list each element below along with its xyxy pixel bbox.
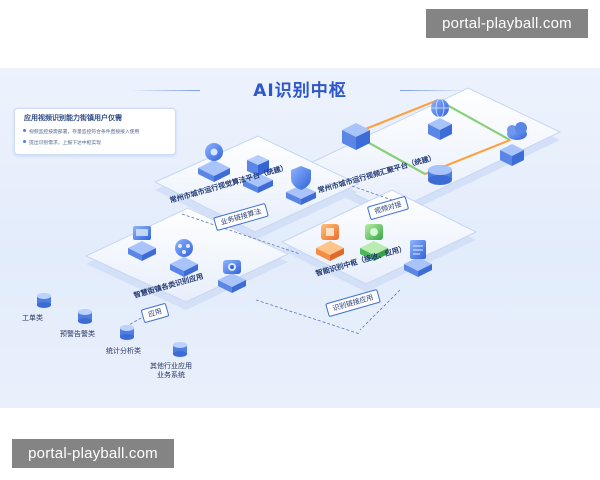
system-label: 其他行业应用 业务系统 bbox=[150, 362, 192, 380]
algorithm-platform bbox=[153, 135, 360, 240]
system-label: 统计分析类 bbox=[106, 347, 141, 355]
bullet-icon bbox=[23, 129, 26, 132]
database-icon bbox=[428, 165, 452, 185]
system-db-icon bbox=[37, 293, 51, 308]
street-apps-platform bbox=[84, 207, 290, 310]
system-db-icon bbox=[120, 325, 134, 340]
system-label-line: 业务系统 bbox=[157, 371, 185, 379]
globe-icon bbox=[431, 98, 449, 118]
diagram-panel: AI识别中枢 应用视频识别能力街镇用户仅需 视频监控按需部署，存量监控符合条件直… bbox=[0, 68, 600, 408]
note-box: 应用视频识别能力街镇用户仅需 视频监控按需部署，存量监控符合条件直接接入使用 提… bbox=[14, 108, 176, 155]
watermark-bottom: portal-playball.com bbox=[12, 439, 174, 468]
system-label: 预警告警类 bbox=[60, 330, 95, 338]
gear-icon bbox=[198, 143, 230, 182]
video-platform bbox=[298, 87, 562, 220]
server-icon bbox=[428, 118, 452, 140]
cube-icon bbox=[243, 155, 273, 193]
note-item-text: 视频监控按需部署，存量监控符合条件直接接入使用 bbox=[29, 130, 140, 135]
watermark-top: portal-playball.com bbox=[426, 9, 588, 38]
orange-chip-icon bbox=[316, 224, 344, 261]
cloud-icon bbox=[507, 122, 527, 140]
monitor-icon bbox=[128, 226, 156, 261]
system-db-icon bbox=[173, 342, 187, 357]
document-icon bbox=[404, 240, 432, 277]
system-label: 工单类 bbox=[22, 314, 43, 322]
note-item: 视频监控按需部署，存量监控符合条件直接接入使用 bbox=[23, 128, 140, 135]
diagram-title: AI识别中枢 bbox=[253, 81, 347, 101]
network-icon bbox=[170, 239, 198, 277]
note-item: 提出识别需求，上报下达中枢实现 bbox=[23, 139, 101, 146]
shield-icon bbox=[286, 166, 316, 205]
green-chip-icon bbox=[360, 224, 388, 261]
note-title: 应用视频识别能力街镇用户仅需 bbox=[24, 114, 122, 122]
system-db-icon bbox=[78, 309, 92, 324]
ai-hub-platform bbox=[280, 189, 478, 292]
diagram-graphics bbox=[37, 87, 562, 357]
bullet-icon bbox=[23, 140, 26, 143]
server-icon bbox=[500, 144, 524, 166]
system-label-line: 其他行业应用 bbox=[150, 362, 192, 370]
title-left-line bbox=[130, 90, 200, 91]
camera-icon bbox=[218, 260, 246, 293]
note-item-text: 提出识别需求，上报下达中枢实现 bbox=[29, 141, 101, 146]
server-icon bbox=[342, 123, 370, 150]
